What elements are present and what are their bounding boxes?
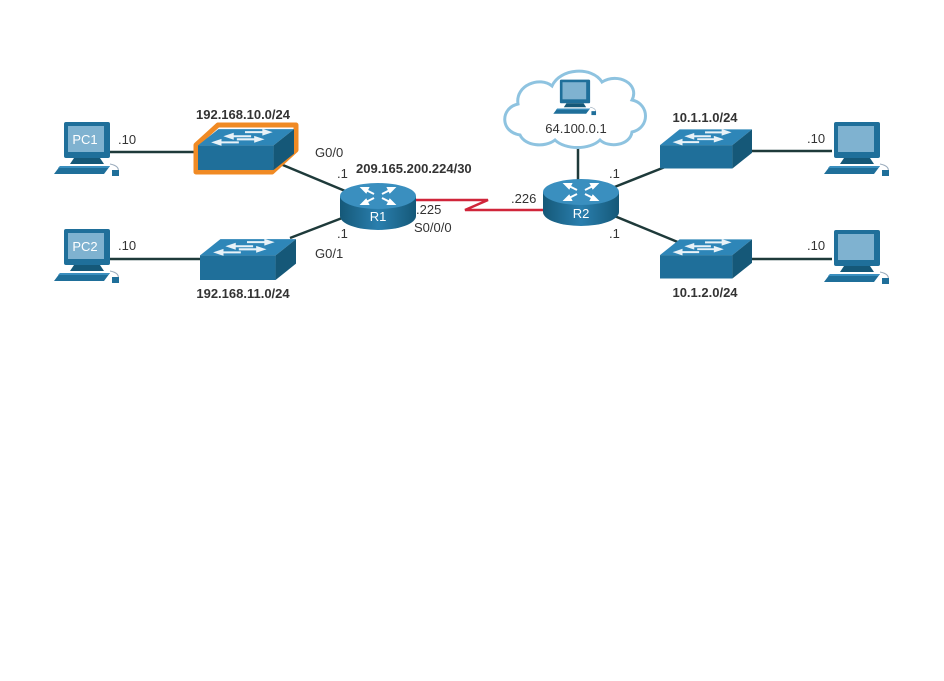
switch2-icon [200, 238, 296, 280]
pc4-ip: .10 [807, 238, 825, 253]
pc2-ip: .10 [118, 238, 136, 253]
pc3-icon [823, 121, 890, 177]
switch4-network: 10.1.2.0/24 [672, 285, 738, 300]
switch1[interactable] [193, 122, 299, 175]
switch4[interactable] [660, 238, 752, 279]
pc3-ip: .10 [807, 131, 825, 146]
switch3-icon [660, 128, 752, 169]
switch1-network: 192.168.10.0/24 [196, 107, 291, 122]
pc4-icon [823, 229, 890, 285]
pc2[interactable]: PC2 [53, 228, 120, 284]
wan-network: 209.165.200.224/30 [356, 161, 472, 176]
r1-g01-iface: G0/1 [315, 246, 343, 261]
r2-lan1-ip: .1 [609, 166, 620, 181]
link-r2-switch4 [611, 213, 686, 247]
pc2-label: PC2 [72, 239, 97, 254]
cloud-host-ip: 64.100.0.1 [545, 121, 606, 136]
link-switch2-r1 [289, 213, 351, 240]
r1-g00-ip: .1 [337, 166, 348, 181]
r2-serial-ip: .226 [511, 191, 536, 206]
r2-label: R2 [573, 206, 590, 221]
switch2[interactable] [200, 238, 296, 280]
r2-lan2-ip: .1 [609, 226, 620, 241]
pc1[interactable]: PC1 [53, 121, 120, 177]
r1-g01-ip: .1 [337, 226, 348, 241]
pc2-icon [53, 228, 120, 284]
switch3[interactable] [660, 128, 752, 169]
switch1-highlight [193, 122, 299, 175]
link-r2-switch3 [611, 165, 666, 190]
r1-s000-iface: S0/0/0 [414, 220, 452, 235]
pc1-label: PC1 [72, 132, 97, 147]
pc1-ip: .10 [118, 132, 136, 147]
router-r1[interactable]: R1 [340, 182, 416, 231]
pc3[interactable] [823, 121, 890, 177]
serial-link-r1-r2 [410, 198, 545, 212]
router-r2[interactable]: R2 [543, 178, 619, 227]
pc1-icon [53, 121, 120, 177]
switch4-icon [660, 238, 752, 279]
switch1-icon [198, 128, 294, 170]
r1-g00-iface: G0/0 [315, 145, 343, 160]
switch3-network: 10.1.1.0/24 [672, 110, 738, 125]
r1-label: R1 [370, 209, 387, 224]
link-switch1-r1 [277, 161, 351, 195]
r1-s000-ip: .225 [416, 202, 441, 217]
switch2-network: 192.168.11.0/24 [196, 286, 290, 301]
pc4[interactable] [823, 229, 890, 285]
